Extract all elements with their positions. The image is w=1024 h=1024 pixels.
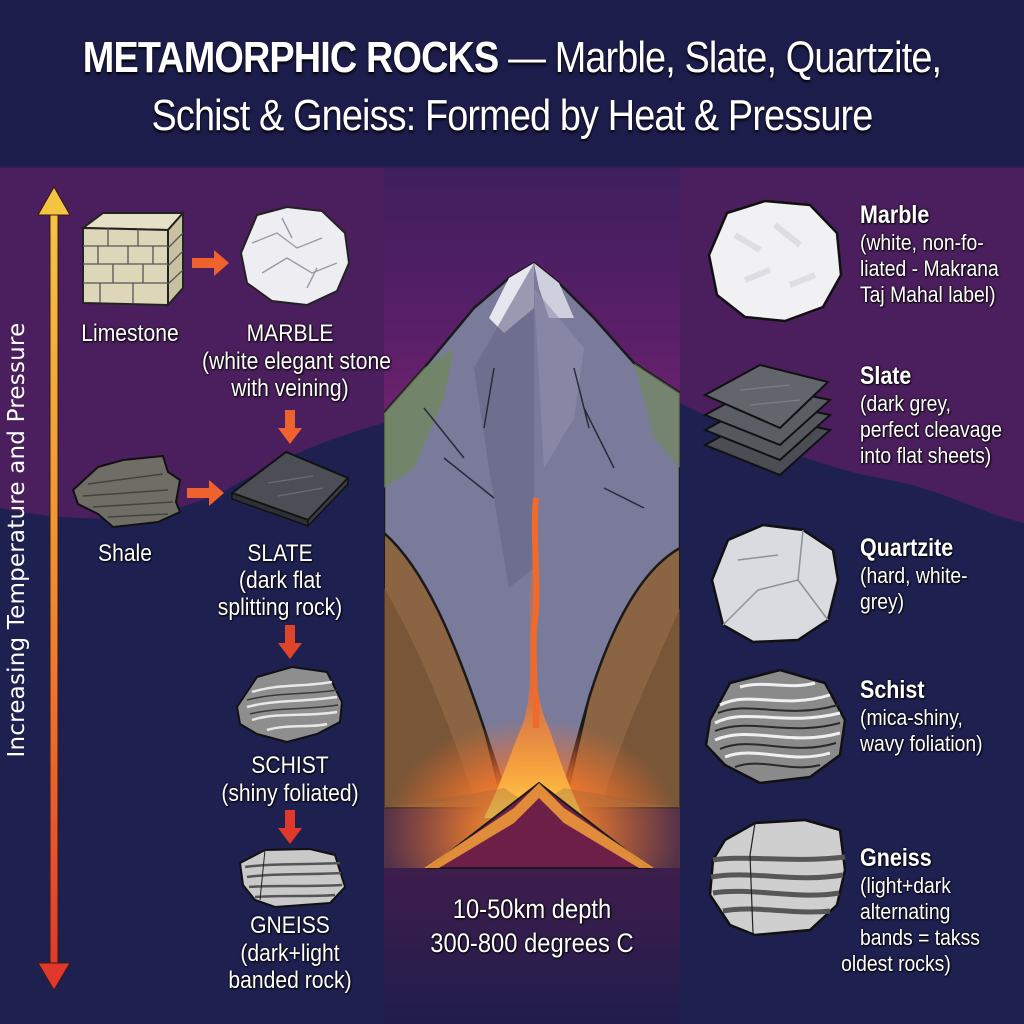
right-item-slate-desc-1: (dark grey, — [860, 391, 952, 416]
right-item-schist-title: Schist — [860, 676, 925, 704]
right-item-slate-desc-2: perfect cleavage — [860, 417, 1002, 442]
arrow-down-icon — [278, 410, 302, 444]
schist-specimen-icon — [704, 668, 847, 785]
gneiss-stage-desc-2: banded rock) — [228, 967, 352, 994]
marble-stage-title: MARBLE — [246, 320, 334, 347]
right-item-gneiss-title: Gneiss — [860, 844, 932, 872]
title-bold: METAMORPHIC ROCKS — [82, 33, 499, 82]
right-item-marble-title: Marble — [860, 201, 930, 229]
right-item-schist-desc-2: wavy foliation) — [860, 731, 983, 756]
right-item-marble-desc-2: liated - Makrana — [860, 256, 999, 281]
right-item-gneiss-desc-3: bands = takss — [860, 925, 980, 950]
right-item-marble-desc-1: (white, non-fo- — [860, 230, 984, 255]
right-item-gneiss-desc-1: (light+dark — [860, 873, 951, 898]
mountain-cross-section — [384, 168, 680, 1024]
header: METAMORPHIC ROCKS — Marble, Slate, Quart… — [0, 0, 1024, 168]
marble-stage-desc-1: (white elegant stone — [202, 348, 392, 375]
right-item-quartzite-title: Quartzite — [860, 534, 954, 562]
gneiss-stage-title: GNEISS — [250, 912, 330, 939]
marble-stage-desc-2: with veining) — [231, 375, 349, 402]
shale-icon — [71, 454, 182, 529]
gneiss-stage-desc-1: (dark+light — [240, 940, 340, 967]
slate-stage-desc-1: (dark flat — [238, 567, 322, 594]
marble-specimen-icon — [707, 199, 843, 323]
temperature-pressure-axis-arrow — [37, 185, 71, 991]
marble-icon — [239, 205, 351, 307]
right-item-marble-desc-3: Taj Mahal label) — [860, 282, 996, 307]
shale-label: Shale — [97, 540, 153, 567]
right-item-marble: Marble (white, non-fo- liated - Makrana … — [860, 200, 999, 308]
temperature-label: 300-800 degrees C — [430, 928, 634, 958]
right-item-quartzite: Quartzite (hard, white- grey) — [860, 533, 968, 615]
slate-stage-desc-2: splitting rock) — [217, 594, 343, 621]
page-title-line-2: Schist & Gneiss: Formed by Heat & Pressu… — [151, 91, 874, 140]
arrow-down-icon — [278, 625, 302, 659]
right-item-slate-title: Slate — [860, 362, 912, 390]
arrow-down-icon — [278, 810, 302, 844]
slate-stage-title: SLATE — [247, 540, 313, 567]
gneiss-icon — [238, 847, 347, 909]
right-item-schist: Schist (mica-shiny, wavy foliation) — [860, 675, 983, 757]
gneiss-specimen-icon — [708, 818, 847, 937]
title-rest: — Marble, Slate, Quartzite, — [498, 33, 942, 82]
slate-specimen-icon — [702, 363, 833, 477]
quartzite-specimen-icon — [710, 523, 840, 644]
right-item-gneiss-desc-4: oldest rocks) — [841, 951, 951, 976]
right-item-gneiss-desc-2: alternating — [860, 899, 951, 924]
limestone-icon — [80, 210, 186, 308]
arrow-right-icon — [192, 250, 229, 276]
right-item-slate-desc-3: into flat sheets) — [860, 443, 992, 468]
right-item-quartzite-desc-2: grey) — [860, 589, 905, 614]
depth-label: 10-50km depth — [452, 894, 612, 924]
schist-icon — [235, 665, 344, 744]
schist-stage-desc-1: (shiny foliated) — [221, 780, 359, 807]
arrow-right-icon — [187, 480, 224, 506]
limestone-label: Limestone — [81, 320, 179, 347]
axis-label: Increasing Temperature and Pressure — [4, 322, 30, 758]
mountain-illustration — [384, 261, 680, 869]
right-item-slate: Slate (dark grey, perfect cleavage into … — [860, 361, 1002, 469]
right-item-schist-desc-1: (mica-shiny, — [860, 705, 963, 730]
slate-icon — [229, 450, 350, 528]
schist-stage-title: SCHIST — [251, 752, 329, 779]
page-title-line-1: METAMORPHIC ROCKS — Marble, Slate, Quart… — [72, 30, 953, 86]
right-item-quartzite-desc-1: (hard, white- — [860, 563, 968, 588]
right-item-gneiss: Gneiss (light+dark alternating bands = t… — [841, 843, 980, 977]
